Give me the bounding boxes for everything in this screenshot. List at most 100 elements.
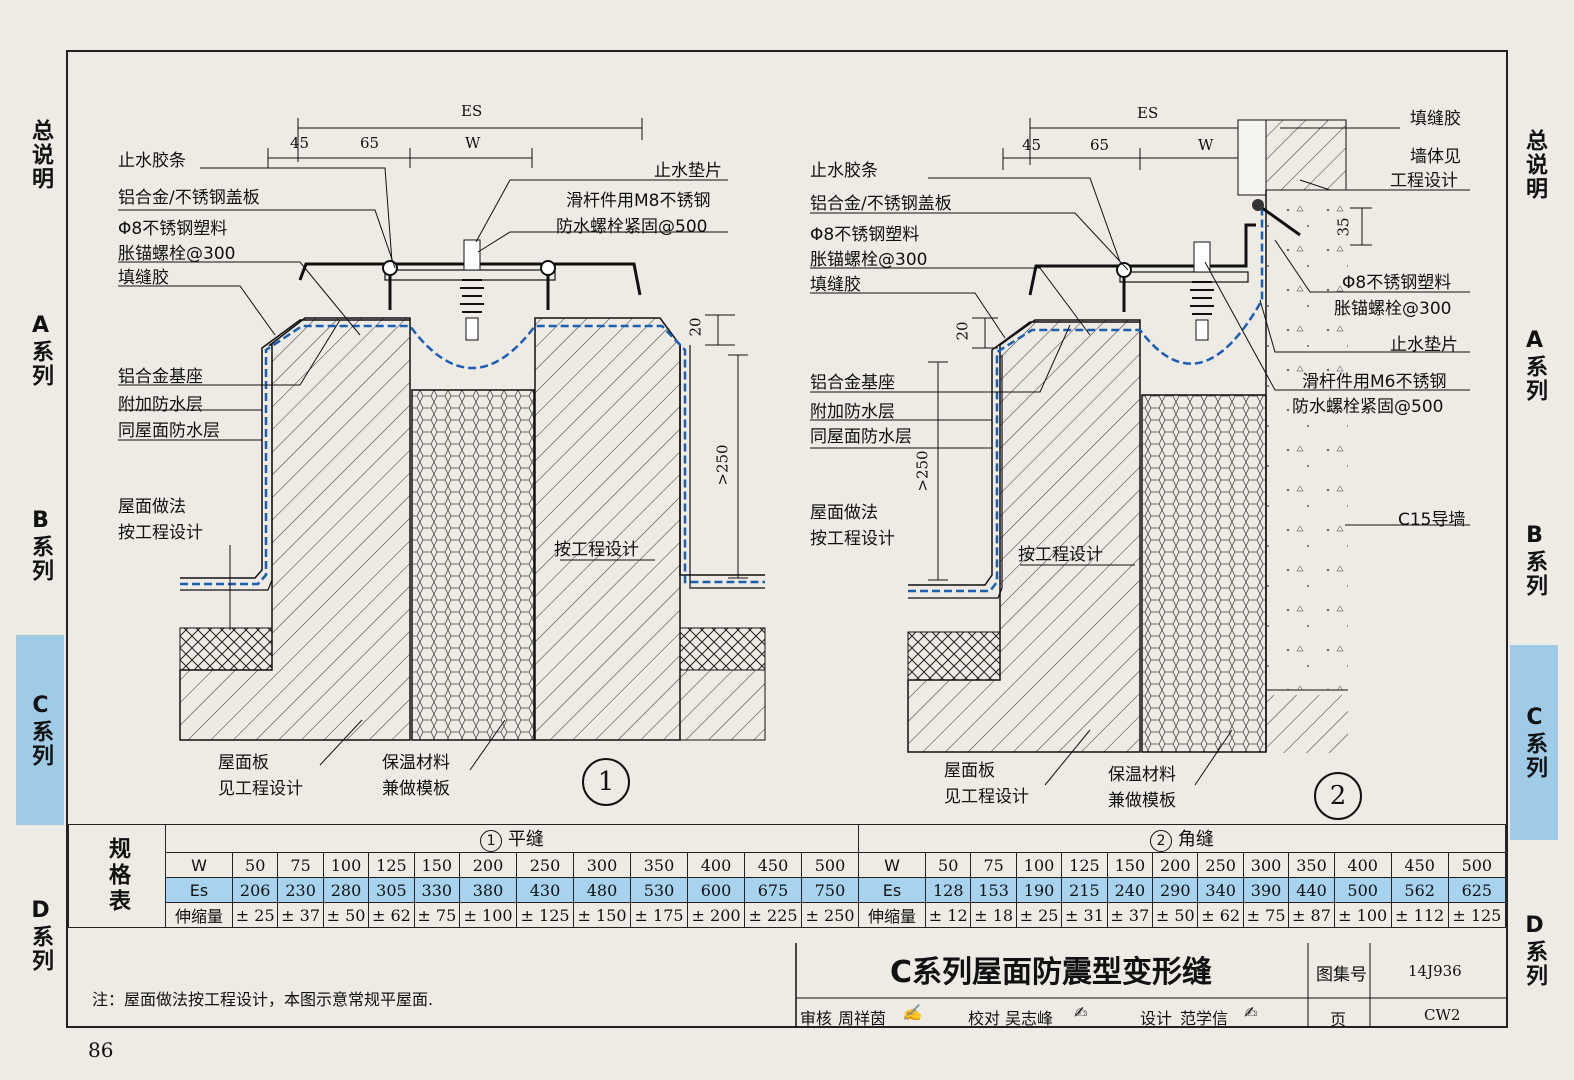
flat-w-cell: 450 — [744, 852, 803, 878]
left-tab-a[interactable]: A系列 — [28, 312, 53, 388]
left-tab-d[interactable]: D系列 — [28, 897, 53, 973]
flat-es-cell: 530 — [630, 877, 689, 903]
d2-label-anchor-r1: Φ8不锈钢塑料 — [1342, 273, 1452, 293]
right-tab-a[interactable]: A系列 — [1522, 327, 1547, 403]
right-tab-c[interactable]: C系列 — [1510, 645, 1558, 840]
d2-label-base: 铝合金基座 — [810, 373, 895, 393]
flat-w-header: W — [165, 852, 233, 878]
corner-w-cell: 350 — [1288, 852, 1335, 878]
flat-es-cell: 305 — [368, 877, 415, 903]
d2-label-guide-wall: C15导墙 — [1398, 510, 1466, 530]
page-number: 86 — [88, 1038, 114, 1062]
d2-label-extra-2: 同屋面防水层 — [810, 427, 912, 447]
flat-w-cell: 300 — [573, 852, 632, 878]
d2-label-design: 按工程设计 — [1018, 545, 1103, 565]
corner-es-header: Es — [858, 877, 927, 903]
corner-es-cell: 340 — [1197, 877, 1244, 903]
flat-es-cell: 330 — [413, 877, 461, 903]
d2-label-washer: 止水垫片 — [1390, 335, 1458, 355]
flat-expansion-cell: ± 175 — [630, 902, 689, 928]
d2-dim-45: 45 — [1022, 136, 1042, 154]
drawing-title: C系列屋面防震型变形缝 — [889, 955, 1213, 990]
corner-w-cell: 50 — [925, 852, 972, 878]
d1-label-anchor-1: Φ8不锈钢塑料 — [118, 219, 228, 239]
d1-label-extra-1: 附加防水层 — [118, 395, 203, 415]
review-signature: ✍ — [902, 1003, 922, 1022]
left-tab-c[interactable]: C系列 — [16, 635, 64, 825]
corner-expansion-cell: ± 75 — [1242, 902, 1290, 928]
flat-es-cell: 600 — [687, 877, 746, 903]
flat-w-cell: 500 — [801, 852, 860, 878]
flat-w-cell: 150 — [413, 852, 461, 878]
d1-label-base: 铝合金基座 — [118, 367, 203, 387]
d2-label-bolt-1: 滑杆件用M6不锈钢 — [1302, 372, 1447, 392]
design-label: 设计 — [1140, 1009, 1173, 1028]
d2-label-insulation-1: 保温材料 — [1108, 765, 1176, 785]
d2-label-cover: 铝合金/不锈钢盖板 — [810, 194, 952, 214]
d2-dim-250: >250 — [913, 450, 932, 492]
detail-2-number: 2 — [1314, 772, 1362, 820]
flat-expansion-cell: ± 25 — [231, 902, 279, 928]
flat-w-cell: 125 — [368, 852, 415, 878]
flat-expansion-cell: ± 100 — [459, 902, 518, 928]
left-tab-general[interactable]: 总说明 — [28, 119, 53, 191]
drawing-note: 注：屋面做法按工程设计，本图示意常规平屋面. — [92, 990, 434, 1009]
check-name: 吴志峰 — [1005, 1009, 1054, 1028]
flat-expansion-cell: ± 200 — [687, 902, 746, 928]
right-tab-b[interactable]: B系列 — [1522, 522, 1547, 598]
corner-expansion-cell: ± 12 — [925, 902, 972, 928]
corner-expansion-cell: ± 112 — [1390, 902, 1449, 928]
d1-label-slab-1: 屋面板 — [218, 753, 269, 773]
flat-expansion-cell: ± 150 — [573, 902, 632, 928]
d2-label-roof-2: 按工程设计 — [810, 529, 895, 549]
left-tab-b[interactable]: B系列 — [28, 507, 53, 583]
flat-es-cell: 430 — [516, 877, 575, 903]
spec-row-expansion: 伸缩量± 25± 37± 50± 62± 75± 100± 125± 150± … — [69, 902, 1507, 928]
right-tab-general[interactable]: 总说明 — [1522, 129, 1547, 201]
flat-es-cell: 480 — [573, 877, 632, 903]
corner-es-cell: 625 — [1447, 877, 1507, 903]
flat-w-cell: 100 — [322, 852, 370, 878]
d1-label-extra-2: 同屋面防水层 — [118, 421, 220, 441]
flat-joint-caption-text: 平缝 — [507, 829, 544, 850]
flat-joint-caption: 1 平缝 — [164, 824, 860, 853]
corner-expansion-cell: ± 62 — [1197, 902, 1244, 928]
right-tab-d[interactable]: D系列 — [1522, 912, 1547, 988]
corner-w-cell: 500 — [1447, 852, 1507, 878]
d2-label-bolt-2: 防水螺栓紧固@500 — [1292, 397, 1444, 417]
flat-joint-caption-num: 1 — [480, 830, 503, 852]
design-name: 范学信 — [1180, 1009, 1229, 1028]
d1-label-bolt-1: 滑杆件用M8不锈钢 — [566, 191, 711, 211]
page-label: 页 — [1330, 1010, 1347, 1029]
d1-label-insulation-2: 兼做模板 — [382, 779, 450, 799]
d1-label-design: 按工程设计 — [554, 540, 639, 560]
d1-label-slab-2: 见工程设计 — [218, 779, 303, 799]
design-signature: ✍ — [1244, 1003, 1258, 1022]
corner-joint-caption-num: 2 — [1150, 830, 1173, 852]
d2-label-wall-2: 工程设计 — [1390, 171, 1458, 191]
flat-expansion-cell: ± 37 — [277, 902, 324, 928]
d2-label-sealant: 填缝胶 — [810, 275, 861, 295]
corner-joint-caption: 2 角缝 — [858, 824, 1506, 853]
detail-1-number: 1 — [582, 758, 630, 806]
flat-w-cell: 50 — [231, 852, 279, 878]
flat-w-cell: 250 — [516, 852, 575, 878]
d2-dim-35: 35 — [1334, 217, 1353, 237]
check-signature: ✍ — [1074, 1003, 1088, 1022]
check-label: 校对 — [968, 1009, 1001, 1028]
corner-w-cell: 400 — [1333, 852, 1392, 878]
flat-w-cell: 75 — [277, 852, 324, 878]
d2-label-wall-1: 墙体见 — [1410, 147, 1461, 167]
corner-w-cell: 200 — [1152, 852, 1199, 878]
corner-w-cell: 300 — [1242, 852, 1290, 878]
d2-dim-65: 65 — [1090, 136, 1110, 154]
flat-es-cell: 280 — [322, 877, 370, 903]
d2-label-strip: 止水胶条 — [810, 161, 878, 181]
d2-label-slab-2: 见工程设计 — [944, 787, 1029, 807]
d1-label-bolt-2: 防水螺栓紧固@500 — [556, 217, 708, 237]
corner-expansion-cell: ± 50 — [1152, 902, 1199, 928]
d2-label-slab-1: 屋面板 — [944, 761, 995, 781]
corner-w-cell: 100 — [1015, 852, 1063, 878]
